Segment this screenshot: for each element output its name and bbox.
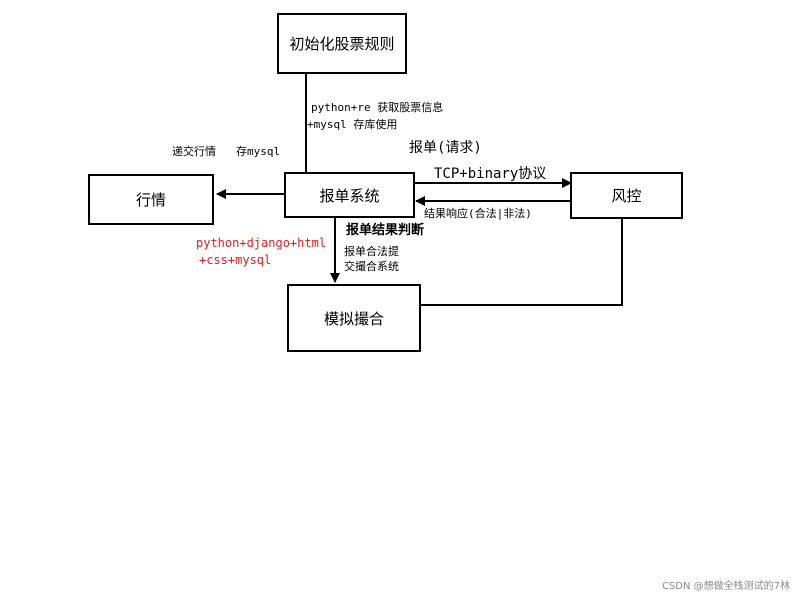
- risk-to-match-line: [420, 218, 623, 306]
- market-store-label: 存mysql: [236, 145, 281, 158]
- order-request-label: 报单(请求): [409, 140, 482, 156]
- tech-stack-line1: python+django+html: [196, 236, 327, 250]
- protocol-label: TCP+binary协议: [434, 166, 547, 182]
- box-simulated-matching: 模拟撮合: [287, 284, 421, 352]
- result-response-label: 结果响应(合法|非法): [424, 207, 532, 220]
- watermark: CSDN @想做全栈测试的7林: [661, 581, 790, 592]
- init-label-line1: python+re 获取股票信息: [311, 101, 444, 114]
- init-label-line2: +mysql 存库使用: [307, 118, 398, 131]
- legal-submit-label-2: 交撮合系统: [344, 260, 399, 273]
- market-send-label: 递交行情: [172, 145, 216, 158]
- box-init-stock-rules: 初始化股票规则: [277, 13, 407, 74]
- result-judge-label: 报单结果判断: [346, 223, 425, 238]
- box-market: 行情: [88, 174, 214, 225]
- box-risk-control: 风控: [570, 172, 683, 219]
- box-order-system: 报单系统: [284, 172, 415, 218]
- tech-stack-line2: +css+mysql: [199, 253, 272, 267]
- legal-submit-label-1: 报单合法提: [344, 245, 399, 258]
